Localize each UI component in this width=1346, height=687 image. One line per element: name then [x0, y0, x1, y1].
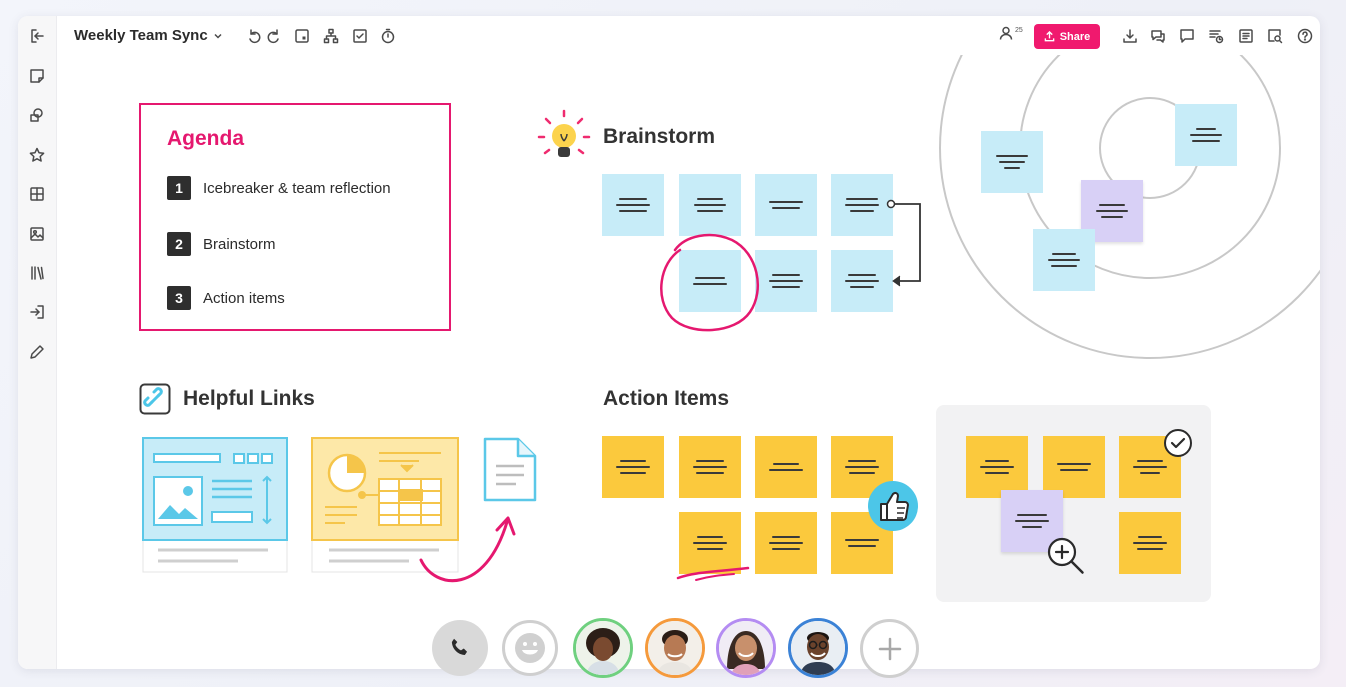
notes-icon[interactable]	[1236, 26, 1256, 46]
call-button[interactable]	[432, 620, 488, 676]
thumbs-up-icon[interactable]	[867, 480, 919, 532]
sticky-note[interactable]	[981, 131, 1043, 193]
lightbulb-icon	[537, 109, 591, 157]
emoji-icon	[515, 633, 545, 663]
sticky-note[interactable]	[679, 512, 741, 574]
library-icon[interactable]	[26, 262, 48, 284]
agenda-item-label: Brainstorm	[203, 235, 276, 253]
agenda-frame[interactable]: Agenda 1 Icebreaker & team reflection 2 …	[139, 103, 451, 331]
board-title: Weekly Team Sync	[74, 27, 208, 44]
avatar[interactable]	[645, 618, 705, 678]
sitemap-icon[interactable]	[321, 26, 341, 46]
search-zoom-icon[interactable]	[1265, 26, 1285, 46]
check-circle-icon[interactable]	[1163, 428, 1193, 458]
agenda-item-label: Action items	[203, 289, 285, 307]
share-button[interactable]: Share	[1034, 24, 1100, 49]
timer-icon[interactable]	[378, 26, 398, 46]
top-toolbar: Weekly Team Sync 25 Share	[56, 16, 1320, 56]
share-label: Share	[1059, 30, 1091, 43]
sticky-note[interactable]	[755, 174, 817, 236]
sticky-note[interactable]	[679, 436, 741, 498]
agenda-item-number: 3	[167, 286, 191, 310]
avatar[interactable]	[573, 618, 633, 678]
activity-icon[interactable]	[1206, 26, 1226, 46]
sticky-note[interactable]	[1175, 104, 1237, 166]
agenda-item-number: 2	[167, 232, 191, 256]
user-count: 25	[1015, 26, 1023, 34]
download-icon[interactable]	[1120, 26, 1140, 46]
agenda-item: 1 Icebreaker & team reflection	[167, 176, 391, 200]
avatar[interactable]	[788, 618, 848, 678]
sticky-note[interactable]	[679, 174, 741, 236]
board-title-menu[interactable]: Weekly Team Sync	[74, 27, 223, 44]
link-card-website[interactable]	[140, 435, 290, 575]
curved-arrow	[419, 516, 516, 583]
participant-photo	[648, 621, 702, 675]
help-icon[interactable]	[1295, 26, 1315, 46]
left-toolbar	[18, 16, 57, 669]
sticky-note[interactable]	[831, 174, 893, 236]
helpful-links-title: Helpful Links	[183, 387, 315, 410]
sticky-note[interactable]	[602, 174, 664, 236]
brainstorm-title: Brainstorm	[603, 125, 716, 148]
sticky-note[interactable]	[755, 436, 817, 498]
avatar[interactable]	[716, 618, 776, 678]
agenda-title: Agenda	[167, 127, 245, 150]
pen-icon[interactable]	[26, 341, 48, 363]
zoom-in-icon[interactable]	[1045, 535, 1087, 577]
star-icon[interactable]	[26, 144, 48, 166]
grid-icon[interactable]	[26, 183, 48, 205]
import-icon[interactable]	[26, 301, 48, 323]
sticky-note[interactable]	[1033, 229, 1095, 291]
users-online[interactable]: 25	[998, 25, 1023, 41]
participant-photo	[791, 621, 845, 675]
add-participant-button[interactable]	[860, 619, 919, 678]
agenda-item: 2 Brainstorm	[167, 232, 276, 256]
agenda-item-number: 1	[167, 176, 191, 200]
sticky-note[interactable]	[1119, 512, 1181, 574]
sticky-note-icon[interactable]	[26, 65, 48, 87]
sticky-note[interactable]	[755, 512, 817, 574]
chat-icon[interactable]	[1148, 26, 1168, 46]
chevron-down-icon	[214, 33, 222, 39]
participant-photo	[719, 621, 773, 675]
link-card-spreadsheet[interactable]	[309, 435, 461, 575]
frame-icon[interactable]	[292, 26, 312, 46]
document-icon[interactable]	[482, 436, 538, 504]
underline-stroke	[676, 566, 750, 581]
sticky-note[interactable]	[966, 436, 1028, 498]
shapes-icon[interactable]	[26, 104, 48, 126]
phone-icon	[451, 638, 468, 656]
sticky-note[interactable]	[755, 250, 817, 312]
users-icon	[999, 26, 1013, 40]
plus-icon	[878, 637, 901, 660]
connector-arrow[interactable]	[880, 195, 930, 295]
undo-icon[interactable]	[244, 26, 264, 46]
redo-icon[interactable]	[264, 26, 284, 46]
action-items-title: Action Items	[603, 387, 730, 410]
sticky-note[interactable]	[1043, 436, 1105, 498]
agenda-item-label: Icebreaker & team reflection	[203, 179, 391, 197]
exit-icon[interactable]	[26, 25, 48, 47]
upload-icon	[1044, 31, 1055, 42]
emoji-reaction-button[interactable]	[502, 620, 558, 676]
participant-photo	[576, 621, 630, 675]
highlight-circle	[660, 233, 759, 332]
sticky-note[interactable]	[602, 436, 664, 498]
image-icon[interactable]	[26, 223, 48, 245]
sticky-note[interactable]	[831, 250, 893, 312]
checklist-icon[interactable]	[350, 26, 370, 46]
agenda-item: 3 Action items	[167, 286, 285, 310]
comment-icon[interactable]	[1177, 26, 1197, 46]
sticky-note[interactable]	[679, 250, 741, 312]
link-icon	[139, 383, 171, 415]
